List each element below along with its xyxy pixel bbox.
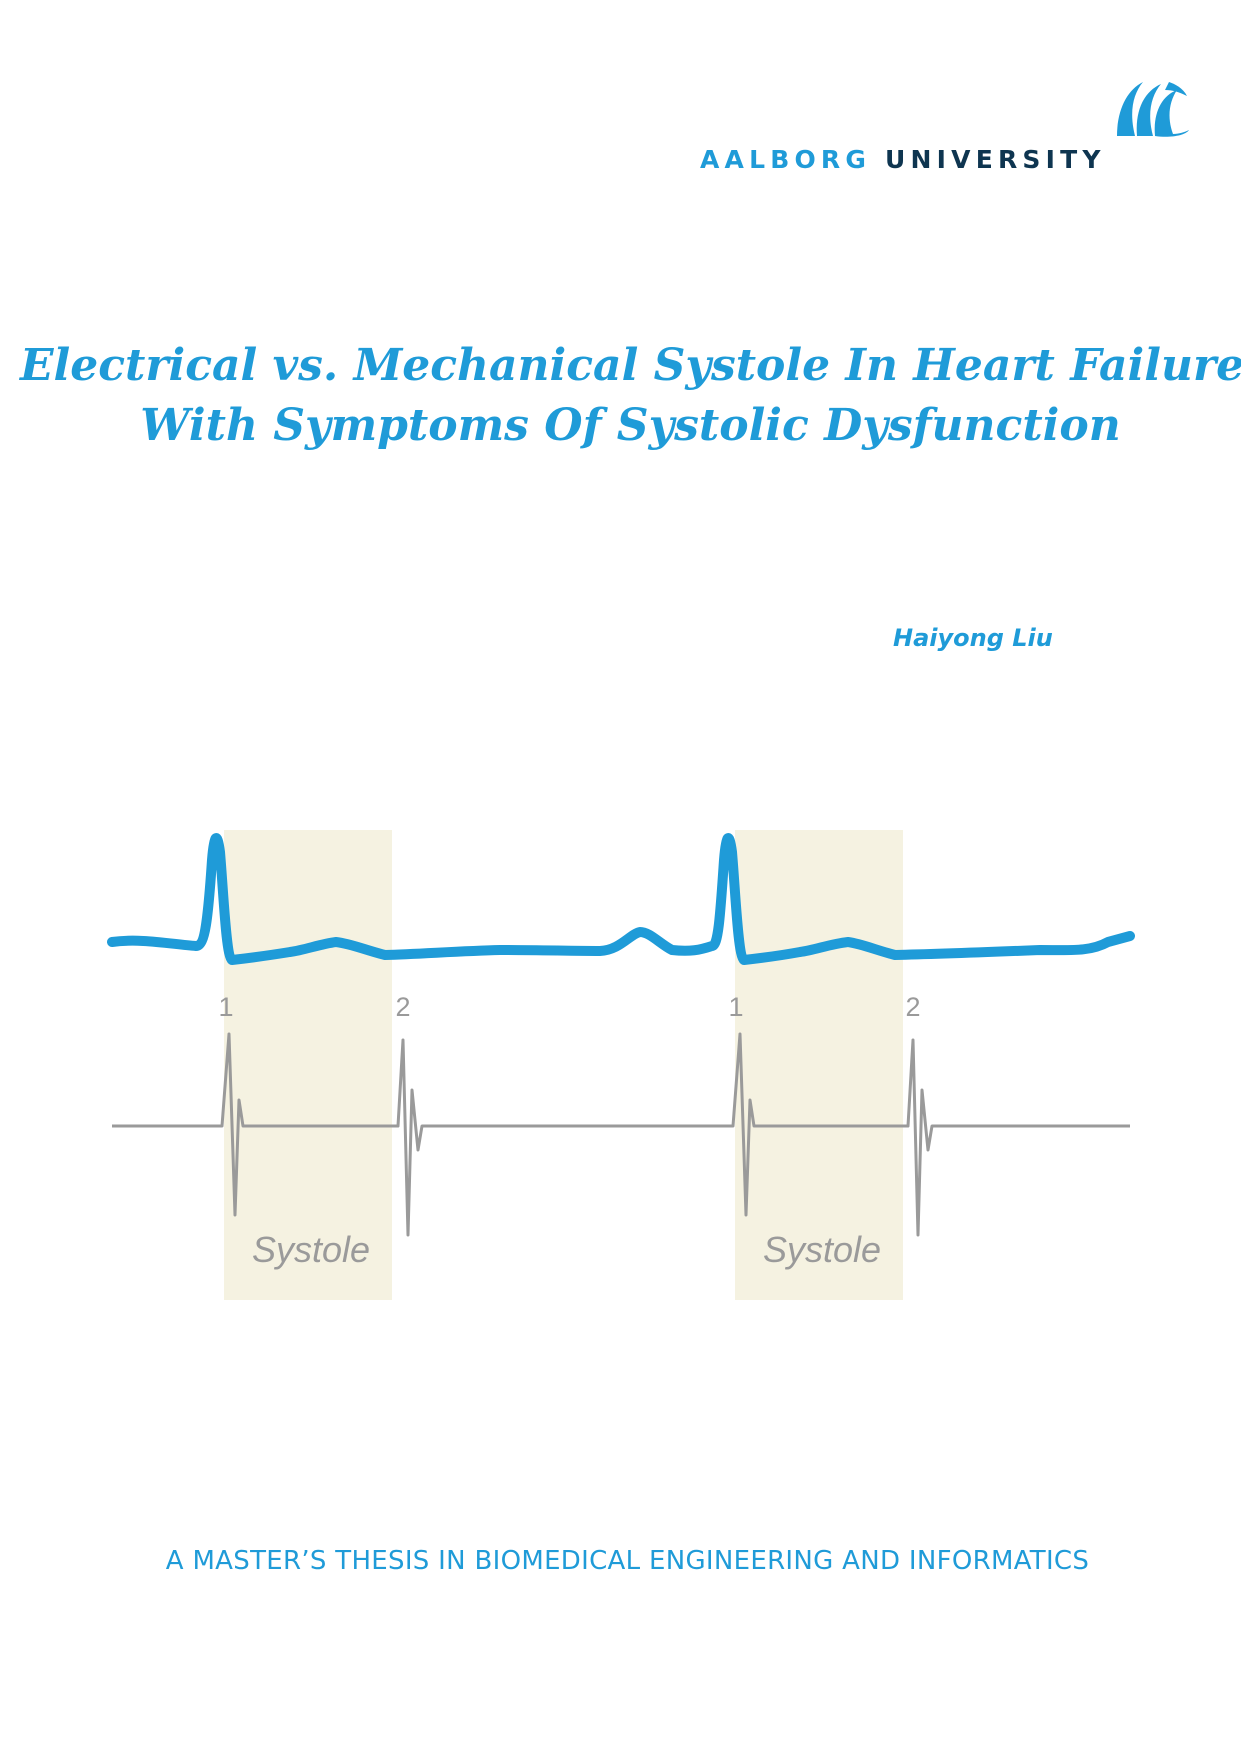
thesis-subtitle-footer: A MASTER’S THESIS IN BIOMEDICAL ENGINEER… (165, 1546, 1090, 1576)
title-line-1: Electrical vs. Mechanical Systole In Hea… (20, 340, 1241, 391)
systole-label-1: Systole (252, 1229, 370, 1270)
systole-band-1 (224, 830, 392, 1300)
title-line-2: With Symptoms Of Systolic Dysfunction (140, 400, 1121, 451)
logo-word-university: UNIVERSITY (885, 145, 1106, 174)
systole-label-2: Systole (763, 1229, 881, 1270)
author-name: Haiyong Liu (893, 624, 1053, 652)
pcg-trace (112, 1032, 1130, 1237)
university-logo: AALBORG UNIVERSITY (700, 78, 1200, 178)
aalborg-wave-logo-icon (1117, 82, 1189, 137)
heart-sound-marker-3: 1 (728, 992, 743, 1022)
heart-sound-marker-4: 2 (905, 992, 920, 1022)
heart-sound-marker-1: 1 (218, 992, 233, 1022)
heart-sound-marker-2: 2 (395, 992, 410, 1022)
logo-word-aalborg: AALBORG (700, 145, 872, 174)
logo-wordmark: AALBORG UNIVERSITY (700, 145, 1106, 175)
systole-band-2 (735, 830, 903, 1300)
ecg-trace (107, 833, 1135, 965)
thesis-title: Electrical vs. Mechanical Systole In Hea… (20, 336, 1241, 456)
